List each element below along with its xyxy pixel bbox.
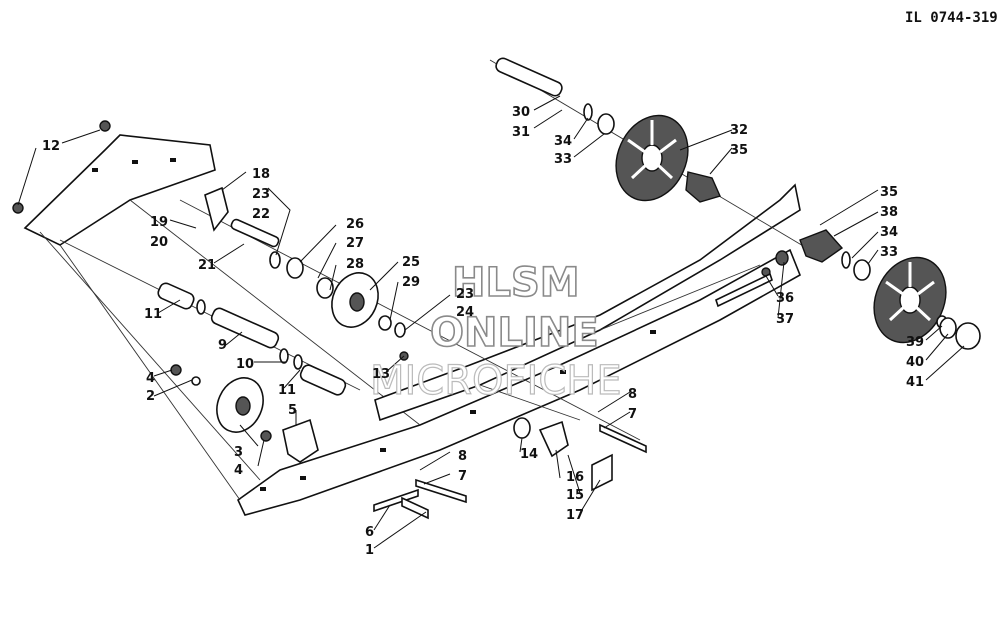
callout-31: 31 [512, 125, 530, 140]
callout-34a: 34 [554, 134, 572, 149]
callout-1: 1 [365, 543, 374, 558]
callout-10: 10 [236, 357, 254, 372]
callout-15: 15 [566, 488, 584, 503]
left-rail [23, 134, 802, 516]
callout-39: 39 [906, 335, 924, 350]
callout-23b: 23 [456, 287, 474, 302]
callout-25: 25 [402, 255, 420, 270]
callout-5: 5 [288, 403, 297, 418]
callout-17: 17 [566, 508, 584, 523]
rear-spindle-upper [685, 171, 721, 203]
callout-8b: 8 [628, 387, 637, 402]
callout-22: 22 [252, 207, 270, 222]
callout-8a: 8 [458, 449, 467, 464]
callout-16: 16 [566, 470, 584, 485]
rear-spindle-lower [799, 229, 844, 263]
callout-35b: 35 [880, 185, 898, 200]
watermark-line1: HLSM [452, 260, 580, 306]
callout-4b: 4 [234, 463, 243, 478]
callout-30: 30 [512, 105, 530, 120]
callout-38: 38 [880, 205, 898, 220]
callout-24: 24 [456, 305, 474, 320]
small-parts [12, 103, 981, 463]
callout-36: 36 [776, 291, 794, 306]
callout-23a: 23 [252, 187, 270, 202]
callout-27: 27 [346, 236, 364, 251]
callout-7b: 7 [628, 407, 637, 422]
mid-idler-wheel [331, 272, 379, 328]
callouts: 1 2 3 4 4 5 6 7 7 8 8 9 10 11 11 12 13 1… [42, 105, 924, 558]
callout-2: 2 [146, 389, 155, 404]
mid-shaft [179, 199, 641, 441]
callout-29: 29 [402, 275, 420, 290]
callout-3: 3 [234, 445, 243, 460]
callout-33a: 33 [554, 152, 572, 167]
callout-11b: 11 [278, 383, 296, 398]
leader-lines [17, 95, 965, 549]
rear-idler-wheel-lower [873, 256, 947, 344]
callout-11a: 11 [144, 307, 162, 322]
callout-13: 13 [372, 367, 390, 382]
callout-6: 6 [365, 525, 374, 540]
callout-9: 9 [218, 338, 227, 353]
right-rail [374, 183, 801, 422]
callout-7a: 7 [458, 469, 467, 484]
callout-19: 19 [150, 215, 168, 230]
callout-26: 26 [346, 217, 364, 232]
bolts [373, 272, 773, 520]
callout-4a: 4 [146, 371, 155, 386]
callout-14: 14 [520, 447, 538, 462]
watermark-line3: MICROFICHE [370, 358, 622, 404]
callout-41: 41 [906, 375, 924, 390]
rear-idler-wheel-upper [615, 114, 689, 202]
front-shaft [59, 239, 361, 396]
callout-18: 18 [252, 167, 270, 182]
callout-40: 40 [906, 355, 924, 370]
callout-21: 21 [198, 258, 216, 273]
watermark-line2: ONLINE [430, 310, 599, 356]
callout-34b: 34 [880, 225, 898, 240]
callout-33b: 33 [880, 245, 898, 260]
watermark: HLSM ONLINE MICROFICHE [369, 259, 622, 404]
callout-20: 20 [150, 235, 168, 250]
callout-35a: 35 [730, 143, 748, 158]
reference-number: IL 0744-319 [905, 10, 998, 26]
callout-28: 28 [346, 257, 364, 272]
callout-32: 32 [730, 123, 748, 138]
callout-37: 37 [776, 312, 794, 327]
front-idler-wheel [216, 377, 264, 433]
callout-12: 12 [42, 139, 60, 154]
